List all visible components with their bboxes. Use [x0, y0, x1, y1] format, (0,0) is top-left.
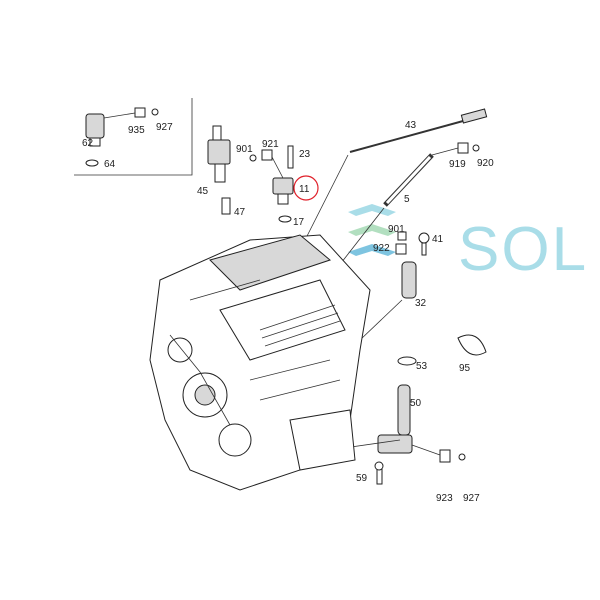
callout-11: 11: [299, 184, 310, 195]
callout-921: 921: [262, 139, 279, 150]
callout-45: 45: [197, 186, 209, 197]
camshaft-magnet-part: [329, 356, 466, 485]
callout-23: 23: [299, 149, 311, 160]
callout-935: 935: [128, 125, 145, 136]
glow-plug-cable-part: [299, 108, 488, 251]
callout-919: 919: [449, 159, 466, 170]
callout-927: 927: [463, 493, 480, 504]
engine-block: [149, 234, 371, 491]
callout-922: 922: [373, 243, 390, 254]
callout-43: 43: [405, 120, 417, 131]
callout-41: 41: [432, 234, 444, 245]
callout-927: 927: [156, 122, 173, 133]
sensor-part-32: [359, 231, 430, 341]
callout-901: 901: [388, 224, 405, 235]
callout-labels: 62 935 927 64 45 47 901 921 23 11 17 43 919 920 5 901 92…: [82, 120, 494, 504]
callout-53: 53: [416, 361, 428, 372]
clip-part-95: [457, 334, 487, 356]
callout-923: 923: [436, 493, 453, 504]
callout-5: 5: [404, 194, 410, 205]
callout-47: 47: [234, 207, 246, 218]
callout-920: 920: [477, 158, 494, 169]
sol-watermark-logo: SOL: [348, 204, 588, 284]
solenoid-valve-part: [207, 125, 231, 215]
callout-64: 64: [104, 159, 116, 170]
inset-frame: [74, 98, 193, 176]
callout-50: 50: [410, 398, 422, 409]
callout-59: 59: [356, 473, 368, 484]
sensor-part-11: [249, 145, 294, 223]
callout-32: 32: [415, 298, 427, 309]
callout-62: 62: [82, 138, 94, 149]
pressure-switch-part: [85, 107, 159, 167]
watermark-text: SOL: [458, 215, 588, 284]
highlight-circle: [293, 175, 319, 201]
callout-17: 17: [293, 217, 305, 228]
callout-901: 901: [236, 144, 253, 155]
callout-95: 95: [459, 363, 471, 374]
